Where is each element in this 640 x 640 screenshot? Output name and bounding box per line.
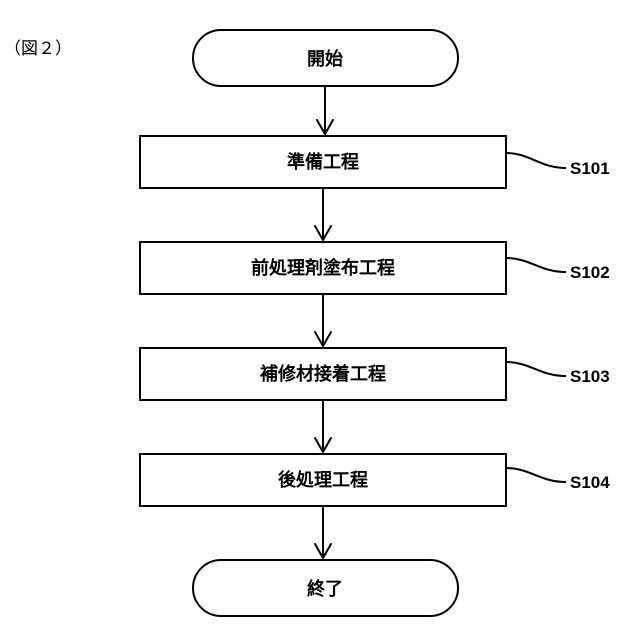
leader-line-s102: [506, 258, 566, 272]
figure-label: （図２）: [4, 39, 72, 59]
step-s102: 前処理剤塗布工程 S102: [140, 242, 610, 294]
step-id-s104: S104: [570, 473, 610, 492]
start-terminal: 開始: [193, 30, 458, 86]
step-id-s102: S102: [570, 263, 610, 282]
start-label: 開始: [307, 48, 343, 70]
end-label: 終了: [307, 578, 343, 600]
step-label-s102: 前処理剤塗布工程: [251, 257, 395, 279]
step-label-s104: 後処理工程: [278, 469, 368, 491]
step-id-s103: S103: [570, 367, 610, 386]
arrow-s102-to-s103: [315, 294, 331, 346]
step-s103: 補修材接着工程 S103: [140, 348, 610, 400]
arrow-s101-to-s102: [315, 188, 331, 240]
step-label-s103: 補修材接着工程: [259, 363, 386, 385]
leader-line-s101: [506, 153, 566, 168]
step-s104: 後処理工程 S104: [140, 454, 610, 506]
leader-line-s104: [506, 468, 566, 482]
leader-line-s103: [506, 362, 566, 376]
arrow-s104-to-end: [315, 506, 331, 558]
step-label-s101: 準備工程: [287, 151, 359, 173]
end-terminal: 終了: [193, 560, 458, 616]
arrow-s103-to-s104: [315, 400, 331, 452]
arrow-start-to-s101: [317, 86, 333, 134]
step-s101: 準備工程 S101: [140, 136, 610, 188]
step-id-s101: S101: [570, 159, 610, 178]
